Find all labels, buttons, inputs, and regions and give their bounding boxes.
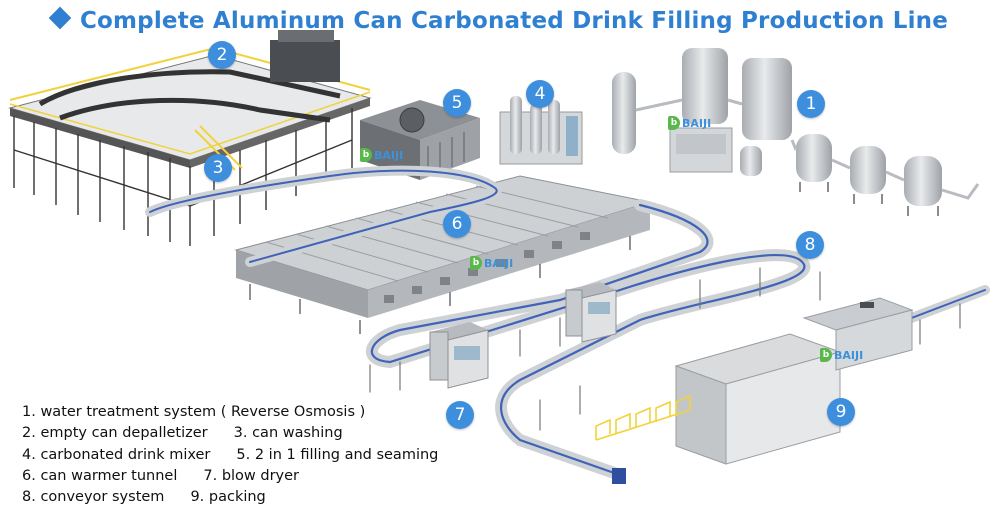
- legend-item-conveyor: 8. conveyor system: [22, 489, 165, 506]
- legend-line: 6. can warmer tunnel 7. blow dryer: [22, 466, 438, 487]
- badge-packing: 9: [827, 398, 855, 426]
- legend-item-can-washing: 3. can washing: [233, 425, 343, 442]
- brand-logo-text: BAIJI: [484, 256, 514, 270]
- brand-logo-filler: b BAIJI: [360, 148, 403, 162]
- badge-conveyor: 8: [796, 231, 824, 259]
- badge-can-washing: 3: [204, 154, 232, 182]
- legend-item-blow-dryer: 7. blow dryer: [203, 467, 300, 484]
- legend-item-water-treatment: 1. water treatment system ( Reverse Osmo…: [22, 404, 366, 420]
- legend-item-mixer: 4. carbonated drink mixer: [22, 446, 211, 463]
- can-warmer-tunnel: [234, 175, 651, 334]
- badge-mixer: 4: [526, 80, 554, 108]
- brand-logo-packing: b BAIJI: [820, 348, 863, 362]
- legend-item-packing: 9. packing: [190, 489, 266, 506]
- legend-item-depalletizer: 2. empty can depalletizer: [22, 425, 208, 442]
- brand-logo-mark: b: [668, 116, 680, 130]
- carbonated-drink-mixer: [499, 96, 583, 165]
- brand-logo-text: BAIJI: [834, 348, 864, 362]
- brand-logo-tunnel: b BAIJI: [470, 256, 513, 270]
- badge-filling-seaming: 5: [443, 89, 471, 117]
- brand-logo-text: BAIJI: [374, 148, 404, 162]
- legend-line: 4. carbonated drink mixer 5. 2 in 1 filli…: [22, 445, 438, 466]
- blow-dryer: [429, 282, 617, 389]
- legend-line: 1. water treatment system ( Reverse Osmo…: [22, 402, 438, 423]
- diamond-bullet-icon: [48, 6, 72, 30]
- page-title-text: Complete Aluminum Can Carbonated Drink F…: [79, 8, 949, 34]
- brand-logo-mark: b: [470, 256, 482, 270]
- badge-depalletizer: 2: [208, 41, 236, 69]
- brand-logo-water: b BAIJI: [668, 116, 711, 130]
- badge-warmer-tunnel: 6: [443, 210, 471, 238]
- badge-water-treatment: 1: [797, 90, 825, 118]
- depalletizer-platform: [8, 30, 372, 246]
- legend-item-filling-seaming: 5. 2 in 1 filling and seaming: [236, 446, 439, 463]
- legend-line: 2. empty can depalletizer 3. can washing: [22, 423, 438, 444]
- page-title: Complete Aluminum Can Carbonated Drink F…: [0, 6, 1000, 34]
- badge-blow-dryer: 7: [446, 401, 474, 429]
- brand-logo-mark: b: [820, 348, 832, 362]
- legend: 1. water treatment system ( Reverse Osmo…: [22, 402, 438, 508]
- water-treatment-system: [612, 48, 980, 216]
- packing-machine: [595, 297, 914, 484]
- legend-item-warmer-tunnel: 6. can warmer tunnel: [22, 467, 178, 484]
- legend-line: 8. conveyor system 9. packing: [22, 487, 438, 508]
- brand-logo-mark: b: [360, 148, 372, 162]
- brand-logo-text: BAIJI: [682, 116, 712, 130]
